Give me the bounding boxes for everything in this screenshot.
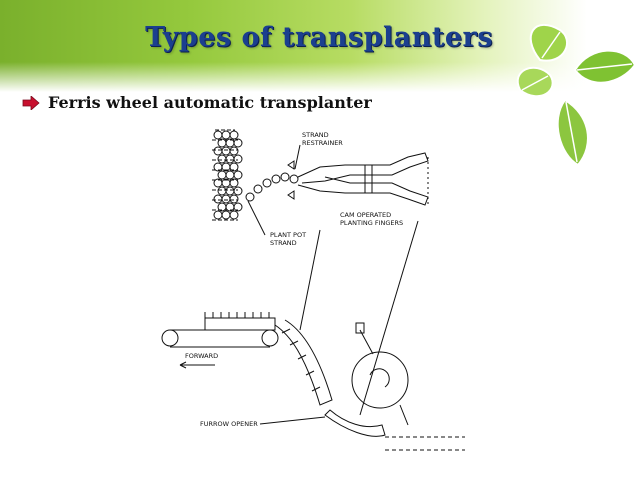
planting-fingers (297, 152, 429, 207)
bullet-item: Ferris wheel automatic transplanter (22, 93, 372, 112)
label-furrow-opener: FURROW OPENER (200, 420, 258, 428)
leaf-icon (556, 98, 589, 167)
label-restrainer: RESTRAINER (302, 139, 343, 147)
leaf-icon (529, 23, 569, 62)
label-cam-operated: CAM OPERATED (340, 211, 391, 219)
label-strand: STRAND (302, 131, 329, 139)
label-planting-fingers: PLANTING FINGERS (340, 219, 403, 227)
label-forward: FORWARD (185, 352, 218, 360)
ferris-wheel (351, 322, 409, 426)
arrow-bullet-icon (22, 95, 40, 110)
leaf-icon (516, 66, 554, 98)
leaf-icon (573, 49, 637, 84)
pot-strand (245, 172, 299, 202)
slide-title: Types of transplanters (145, 22, 493, 53)
bullet-text: Ferris wheel automatic transplanter (48, 93, 372, 112)
conveyor (161, 312, 279, 348)
transplanter-diagram: STRAND RESTRAINER CAM OPERATED PLANTING … (161, 129, 465, 451)
label-strand-2: STRAND (270, 239, 297, 247)
leaf-decoration (516, 23, 637, 167)
pot-stack (212, 129, 243, 221)
label-plant-pot: PLANT POT (270, 231, 306, 239)
